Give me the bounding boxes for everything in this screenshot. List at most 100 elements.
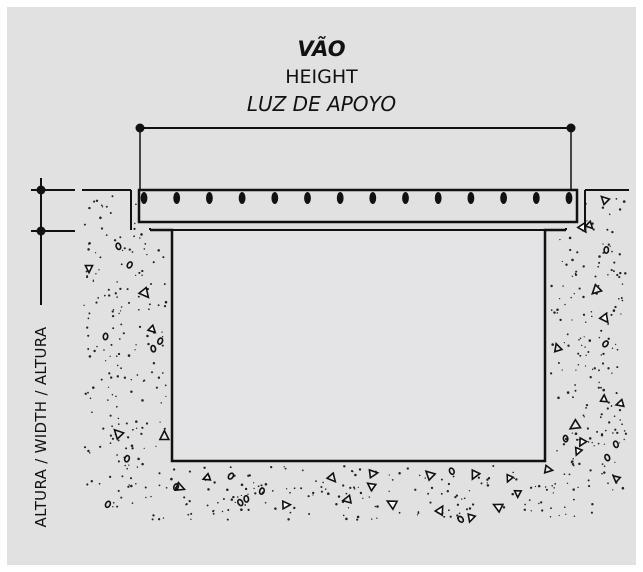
- gravel-stone: [137, 286, 150, 299]
- gravel-dot: [623, 438, 625, 441]
- gravel-stone: [84, 264, 94, 275]
- gravel-dot: [187, 513, 190, 516]
- gravel-dot: [93, 349, 96, 353]
- gravel-dot: [232, 495, 235, 499]
- gravel-dot: [612, 309, 616, 312]
- gravel-dot: [226, 518, 229, 521]
- gravel-dot: [307, 495, 310, 498]
- gravel-dot: [146, 334, 149, 338]
- gravel-dot: [127, 301, 131, 304]
- gravel-dot: [335, 502, 338, 506]
- gravel-dot: [90, 480, 93, 483]
- gravel-pebble: [237, 498, 244, 507]
- gravel-dot: [486, 484, 490, 487]
- gravel-dot: [512, 471, 515, 474]
- gravel-dot: [116, 281, 118, 283]
- gravel-dot: [134, 222, 136, 225]
- gravel-dot: [229, 466, 232, 469]
- gravel-dot: [620, 297, 623, 299]
- gravel-dot: [244, 504, 247, 506]
- gravel-dot: [160, 402, 162, 404]
- gravel-dot: [136, 374, 139, 376]
- gravel-dot: [615, 198, 618, 200]
- gravel-dot: [611, 250, 613, 253]
- gravel-dot: [562, 285, 564, 287]
- pit-outline: [150, 228, 566, 463]
- gravel-dot: [557, 362, 560, 364]
- gravel-dot: [118, 338, 121, 340]
- gravel-dot: [264, 483, 268, 486]
- gravel-dot: [568, 236, 572, 240]
- gravel-dot: [577, 352, 580, 355]
- gravel-dot: [161, 336, 164, 338]
- gravel-dot: [141, 274, 143, 277]
- gravel-dot: [183, 496, 186, 499]
- gravel-dot: [600, 329, 603, 332]
- gravel-dot: [105, 205, 108, 208]
- gravel-dot: [247, 493, 249, 495]
- gravel-dot: [121, 475, 124, 478]
- gravel-dot: [582, 313, 586, 316]
- gravel-dot: [570, 296, 572, 299]
- gravel-dot: [455, 494, 459, 497]
- gravel-dot: [588, 485, 591, 488]
- gravel-dot: [486, 482, 488, 484]
- gravel-dot: [111, 314, 115, 318]
- gravel-dot: [556, 312, 559, 314]
- gravel-dot: [163, 283, 166, 286]
- gravel-dot: [623, 430, 626, 432]
- gravel-dot: [116, 505, 119, 508]
- gravel-dot: [566, 391, 570, 394]
- span-label: VÃO: [297, 37, 346, 61]
- gravel-dot: [374, 505, 377, 508]
- gravel-dot: [540, 501, 543, 504]
- gravel-stone: [366, 482, 378, 493]
- gravel-dot: [93, 200, 96, 203]
- gravel-dot: [541, 509, 544, 512]
- gravel-dot: [107, 386, 110, 388]
- gravel-dot: [594, 275, 597, 278]
- gravel-dot: [300, 487, 303, 490]
- gravel-dot: [615, 392, 618, 395]
- gravel-dot: [598, 336, 601, 339]
- gravel-dot: [607, 337, 610, 340]
- gravel-dot: [109, 355, 111, 357]
- gravel-dot: [566, 482, 569, 484]
- gravel-dot: [188, 500, 191, 503]
- gravel-dot: [576, 251, 579, 254]
- gravel-pebble: [115, 242, 122, 251]
- gravel-dot: [128, 464, 130, 466]
- gravel-stone: [614, 398, 625, 408]
- gravel-dot: [607, 274, 609, 276]
- gravel-dot: [213, 481, 216, 484]
- gravel-dot: [92, 279, 95, 281]
- gravel-dot: [117, 352, 121, 356]
- gravel-dot: [347, 507, 350, 509]
- gravel-dot: [88, 206, 91, 210]
- gravel-dot: [283, 466, 285, 468]
- gravel-dot: [134, 274, 137, 277]
- gravel-dot: [84, 392, 87, 395]
- rebar: [206, 192, 213, 204]
- gravel-dot: [113, 239, 117, 242]
- gravel-dot: [135, 344, 137, 346]
- gravel-dot: [117, 460, 120, 463]
- gravel-dot: [125, 422, 128, 425]
- gravel-dot: [115, 405, 118, 408]
- thickness-bottom-dot: [36, 226, 46, 236]
- gravel-dot: [141, 399, 144, 402]
- gravel-dot: [550, 507, 552, 510]
- gravel-dot: [354, 473, 357, 477]
- gravel-dot: [109, 434, 112, 437]
- gravel-dot: [577, 486, 579, 489]
- gravel-dot: [568, 473, 571, 476]
- gravel-dot: [162, 256, 165, 259]
- gravel-dot: [131, 502, 134, 504]
- gravel-dot: [515, 478, 518, 481]
- gravel-pebble: [172, 483, 180, 491]
- gravel-dot: [574, 273, 578, 276]
- gravel-dot: [580, 344, 583, 347]
- gravel-dot: [603, 443, 606, 445]
